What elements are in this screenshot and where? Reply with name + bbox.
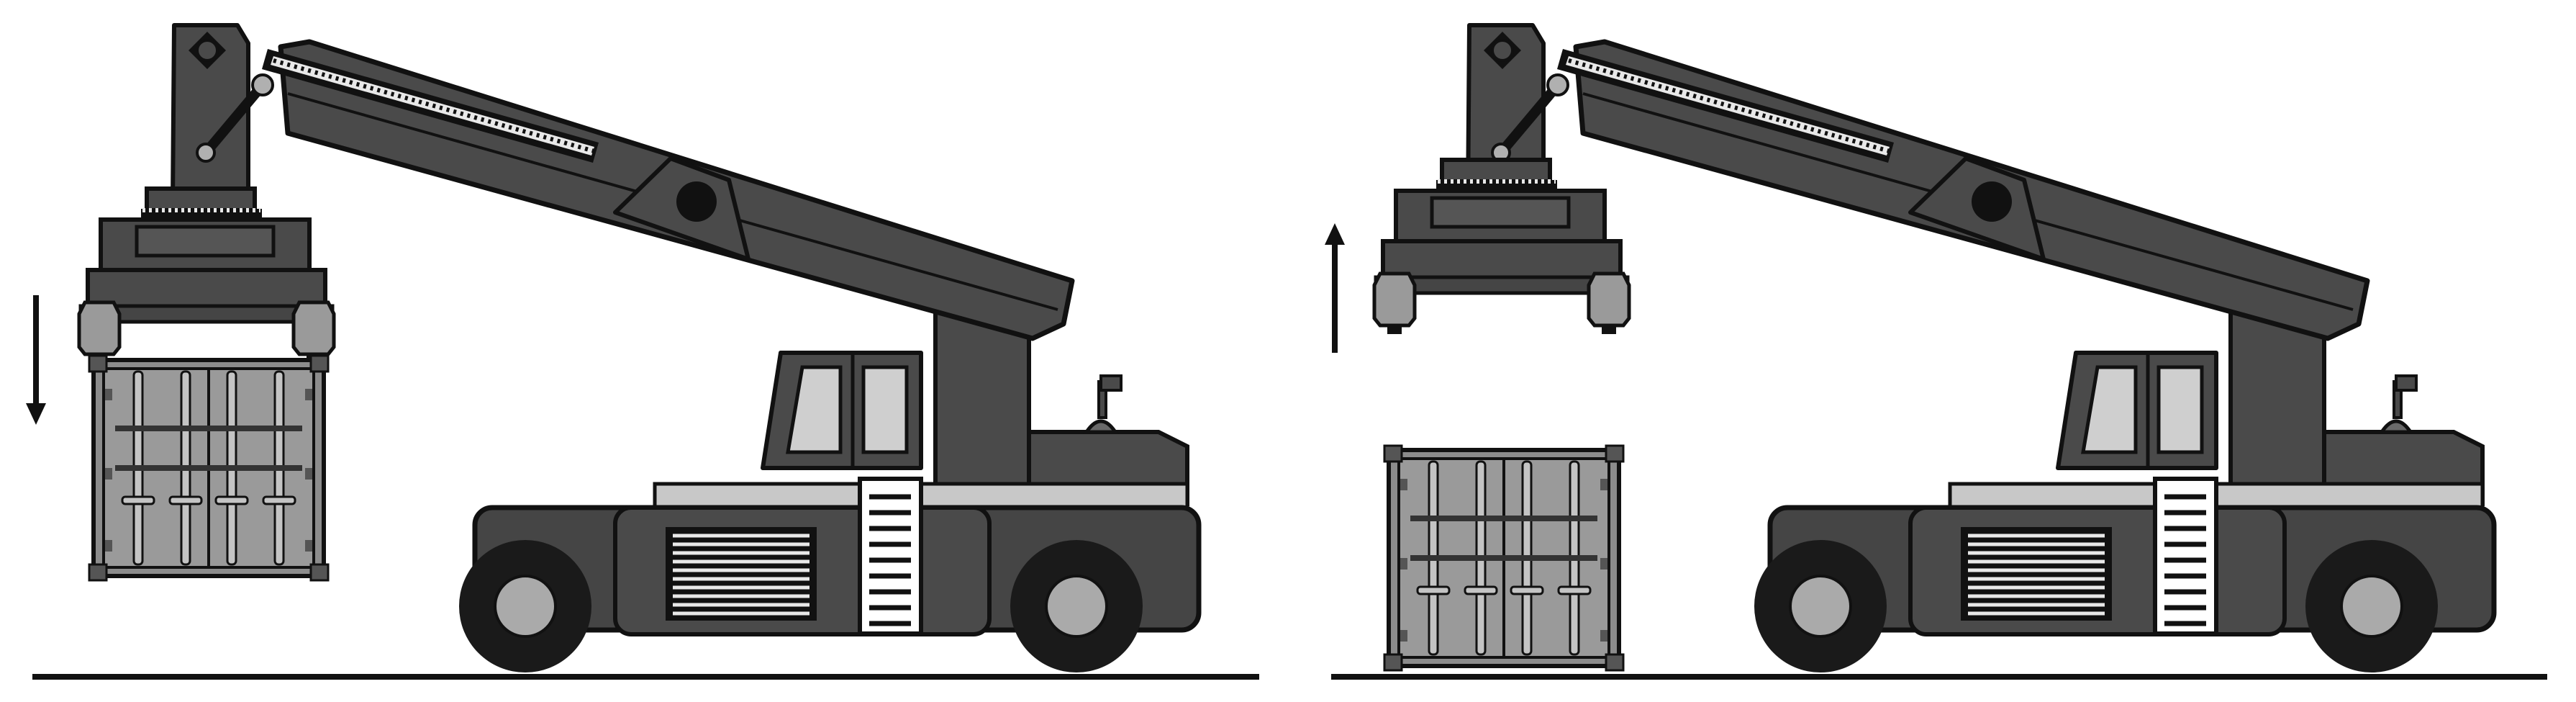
- spreader-left: [79, 189, 334, 363]
- shipping-container-ground: [1384, 446, 1623, 670]
- arrow-up-icon: [1325, 223, 1345, 353]
- spreader-right: [1374, 160, 1629, 334]
- shipping-container-attached: [89, 356, 328, 580]
- arrow-down-icon: [26, 295, 46, 425]
- reach-stacker-right: [1468, 25, 2494, 672]
- panel-lowering-container: [26, 25, 1259, 680]
- panel-spreader-raised: [1325, 25, 2547, 680]
